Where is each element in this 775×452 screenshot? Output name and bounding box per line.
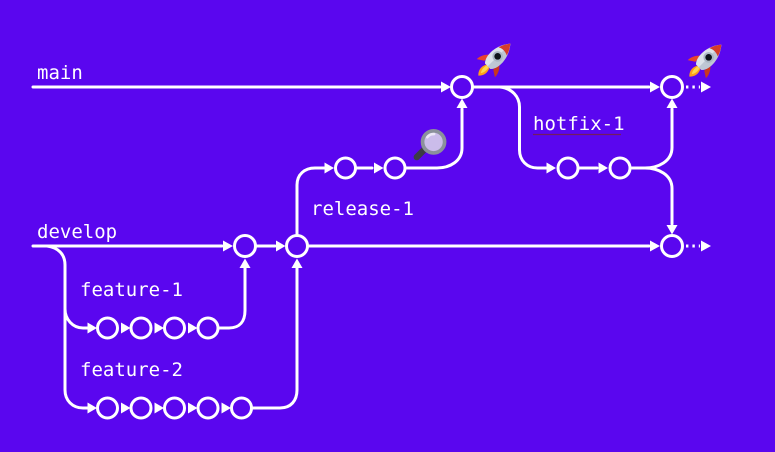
- feature-1-branch-off: [63, 307, 90, 330]
- commit-node: [129, 396, 153, 420]
- arrow: [239, 258, 251, 268]
- arrow: [650, 81, 660, 93]
- branch-feature-1: feature-1: [45, 244, 251, 410]
- arrow: [154, 322, 164, 334]
- arrow: [441, 81, 451, 93]
- commit-node: [608, 156, 632, 180]
- commit-node: [383, 156, 407, 180]
- arrow: [650, 240, 660, 252]
- branch-label-develop: develop: [37, 221, 117, 243]
- arrow: [221, 402, 231, 414]
- arrow: [188, 402, 198, 414]
- arrow: [546, 162, 556, 174]
- branch-label-feature-2: feature-2: [80, 359, 183, 381]
- commit-node: [96, 396, 119, 420]
- commit-node-develop-merge-3: [660, 234, 684, 258]
- arrow: [666, 98, 678, 108]
- feature-stem-line: [45, 244, 90, 410]
- commit-node-main-merge-1: [450, 75, 474, 99]
- branch-release-1: release-1: [295, 98, 468, 237]
- commit-node: [163, 396, 186, 420]
- commit-node: [129, 316, 153, 340]
- feature-1-merge-line: [217, 266, 247, 330]
- arrow: [223, 240, 233, 252]
- branch-hotfix-1: hotfix-1: [498, 85, 678, 235]
- hotfix-1-merge-to-develop: [643, 166, 674, 226]
- hotfix-1-branch-off: [498, 85, 548, 170]
- commit-node: [196, 316, 220, 340]
- feature-2-merge-line: [250, 266, 299, 410]
- branch-develop: develop: [31, 221, 711, 252]
- arrow: [121, 322, 131, 334]
- rocket-icon: [468, 33, 521, 86]
- branch-label-hotfix-1: hotfix-1: [533, 113, 625, 135]
- branch-label-release-1: release-1: [311, 198, 414, 220]
- arrow: [121, 402, 131, 414]
- arrow: [598, 162, 608, 174]
- commit-node-main-merge-2: [660, 75, 684, 99]
- branch-feature-2: feature-2: [80, 258, 303, 420]
- commit-node: [196, 396, 220, 420]
- arrow: [701, 81, 711, 93]
- arrow: [154, 402, 164, 414]
- commit-node-develop-merge-2: [285, 234, 309, 258]
- arrow: [456, 98, 468, 108]
- arrow: [87, 322, 97, 334]
- commit-node-develop-merge-1: [233, 234, 257, 258]
- arrow: [374, 162, 384, 174]
- arrow: [87, 402, 97, 414]
- arrow: [666, 225, 678, 235]
- arrow: [291, 258, 303, 268]
- branch-label-main: main: [37, 62, 83, 84]
- commit-node: [556, 156, 580, 180]
- branch-label-feature-1: feature-1: [80, 279, 183, 301]
- rocket-icon: [679, 34, 732, 87]
- arrow: [188, 322, 198, 334]
- arrow: [276, 240, 286, 252]
- magnifier-icon: [413, 129, 447, 161]
- commit-node: [96, 316, 119, 340]
- branch-main: main: [31, 62, 711, 93]
- commit-node: [163, 316, 186, 340]
- commit-node: [230, 396, 253, 420]
- release-1-branch-off: [295, 166, 326, 237]
- arrow: [324, 162, 334, 174]
- arrow: [701, 240, 711, 252]
- commit-node: [334, 156, 357, 180]
- release-1-merge-line: [404, 107, 464, 170]
- hotfix-1-merge-to-main: [643, 107, 674, 170]
